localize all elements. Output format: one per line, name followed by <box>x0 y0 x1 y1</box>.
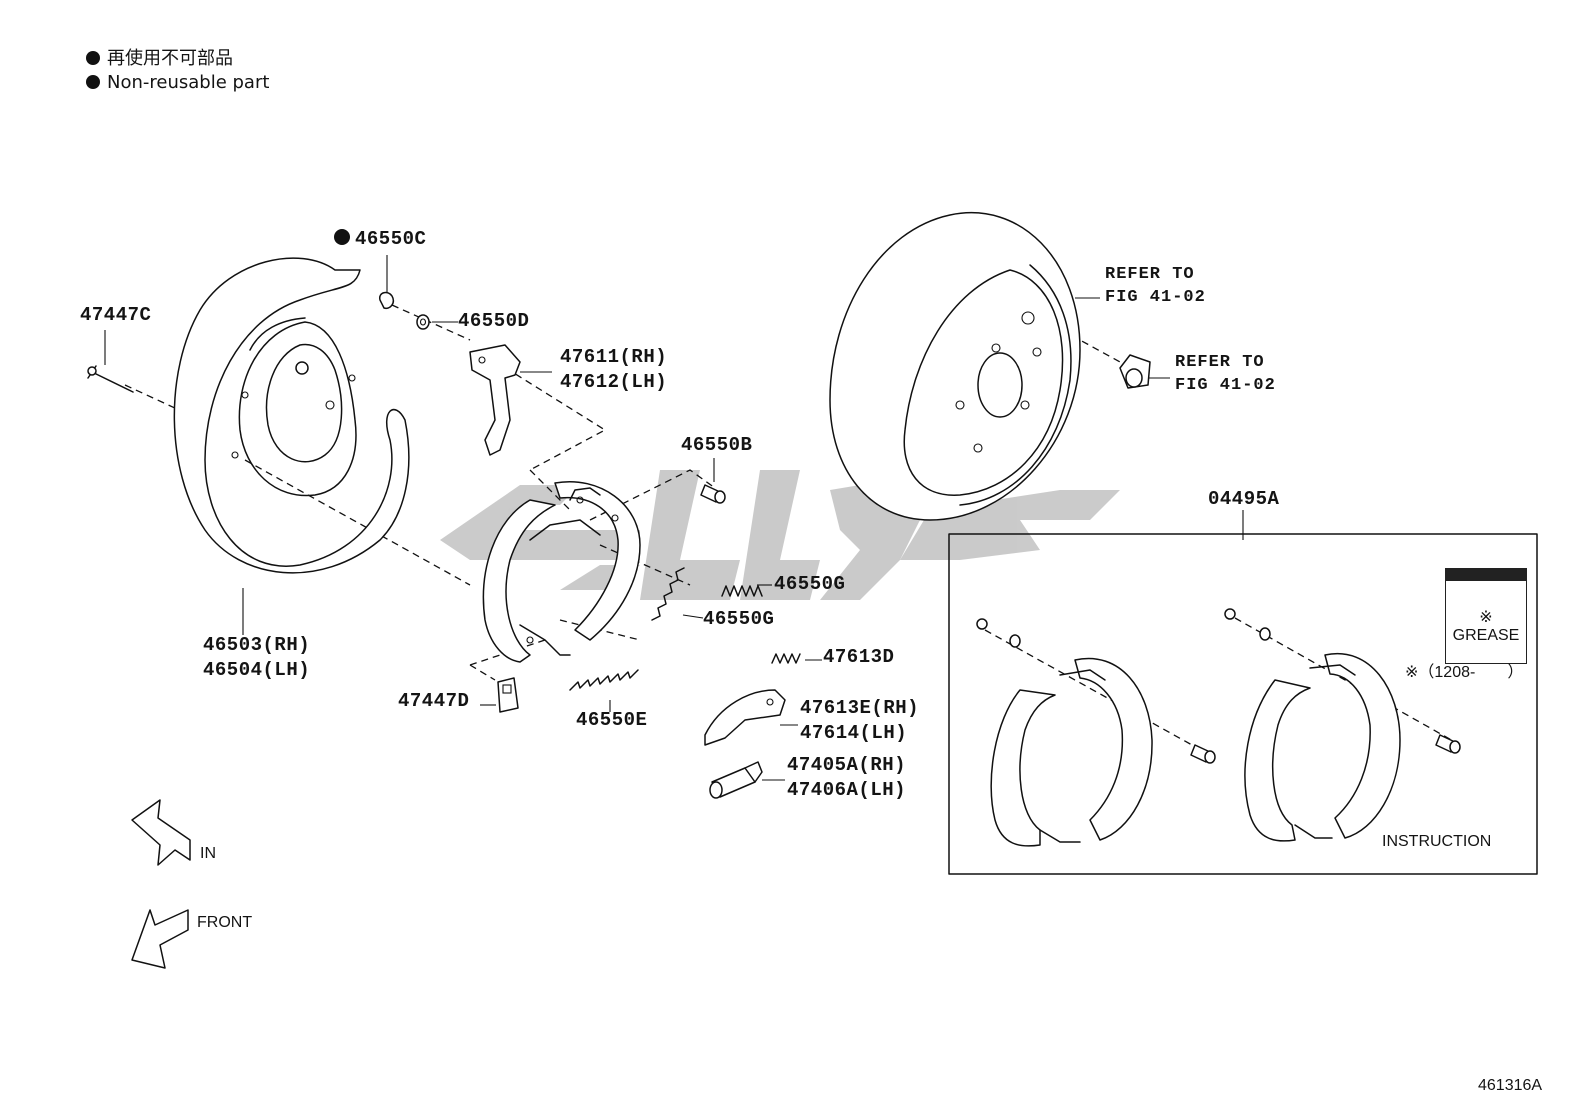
watermark-logo <box>440 470 1120 600</box>
clip-46550c <box>379 291 395 310</box>
grease-packet-band <box>1446 569 1526 581</box>
strut-47613e <box>704 689 786 746</box>
part-label-46550d[interactable]: 46550D <box>458 310 530 332</box>
part-label-46550c-text: 46550C <box>355 228 427 250</box>
front-arrow-icon <box>131 909 189 969</box>
part-label-46550e[interactable]: 46550E <box>576 709 648 731</box>
part-label-46504[interactable]: 46504(LH) <box>203 659 311 681</box>
part-label-47612[interactable]: 47612(LH) <box>560 371 668 393</box>
part-label-47406a[interactable]: 47406A(LH) <box>787 779 907 801</box>
front-direction-label: FRONT <box>197 914 253 931</box>
legend-en-text: Non-reusable part <box>107 72 270 93</box>
part-label-46550b[interactable]: 46550B <box>681 434 753 456</box>
legend-jp-text: 再使用不可部品 <box>107 48 233 69</box>
leader-lines <box>104 255 1244 781</box>
grease-note-mark: ※ <box>1479 609 1493 626</box>
kit-04495a <box>948 533 1538 875</box>
pin-47447c <box>87 365 134 393</box>
hub-plug <box>1119 354 1151 389</box>
legend-en: Non-reusable part <box>86 74 269 92</box>
spring-46550e <box>569 669 639 691</box>
washer-46550d <box>416 314 430 330</box>
ref-disc-line2[interactable]: FIG 41-02 <box>1105 288 1206 307</box>
non-reusable-dot-icon <box>86 51 100 65</box>
part-label-47614[interactable]: 47614(LH) <box>800 722 908 744</box>
ref-bolt-line1[interactable]: REFER TO <box>1175 353 1265 372</box>
spring-46550g-lower <box>651 567 685 621</box>
part-label-04495a[interactable]: 04495A <box>1208 488 1280 510</box>
part-label-47405a[interactable]: 47405A(RH) <box>787 754 907 776</box>
part-label-47611[interactable]: 47611(RH) <box>560 346 668 368</box>
pin-46550b <box>700 484 726 504</box>
adjuster-47405a <box>709 761 763 799</box>
grease-packet: ※ GREASE <box>1445 568 1527 664</box>
lever-47611 <box>469 344 521 456</box>
in-arrow-icon <box>131 799 191 866</box>
ref-disc-line1[interactable]: REFER TO <box>1105 265 1195 284</box>
brake-disc <box>829 212 1081 521</box>
part-label-47447d[interactable]: 47447D <box>398 690 470 712</box>
backing-plate <box>173 257 410 574</box>
part-label-46503[interactable]: 46503(RH) <box>203 634 311 656</box>
part-label-47613d[interactable]: 47613D <box>823 646 895 668</box>
part-label-47447c[interactable]: 47447C <box>80 304 152 326</box>
ref-bolt-line2[interactable]: FIG 41-02 <box>1175 376 1276 395</box>
non-reusable-dot-icon <box>86 75 100 89</box>
non-reusable-dot-icon <box>334 229 350 245</box>
part-label-46550g-lower[interactable]: 46550G <box>703 608 775 630</box>
kit-date-note: ※（1208- ） <box>1405 664 1524 681</box>
spring-47613d <box>771 653 801 664</box>
assembly-lines <box>124 304 1456 756</box>
clip-47447d <box>497 677 519 713</box>
figure-id: 461316A <box>1478 1077 1543 1094</box>
legend-jp: 再使用不可部品 <box>86 50 233 68</box>
brake-shoes <box>482 481 641 663</box>
in-direction-label: IN <box>200 845 216 862</box>
part-label-46550g-upper[interactable]: 46550G <box>774 573 846 595</box>
part-label-46550c[interactable]: 46550C <box>334 229 426 249</box>
part-label-47613e[interactable]: 47613E(RH) <box>800 697 920 719</box>
kit-instruction: INSTRUCTION <box>1382 833 1492 850</box>
grease-label: GREASE <box>1452 627 1520 644</box>
spring-46550g-upper <box>721 585 763 597</box>
